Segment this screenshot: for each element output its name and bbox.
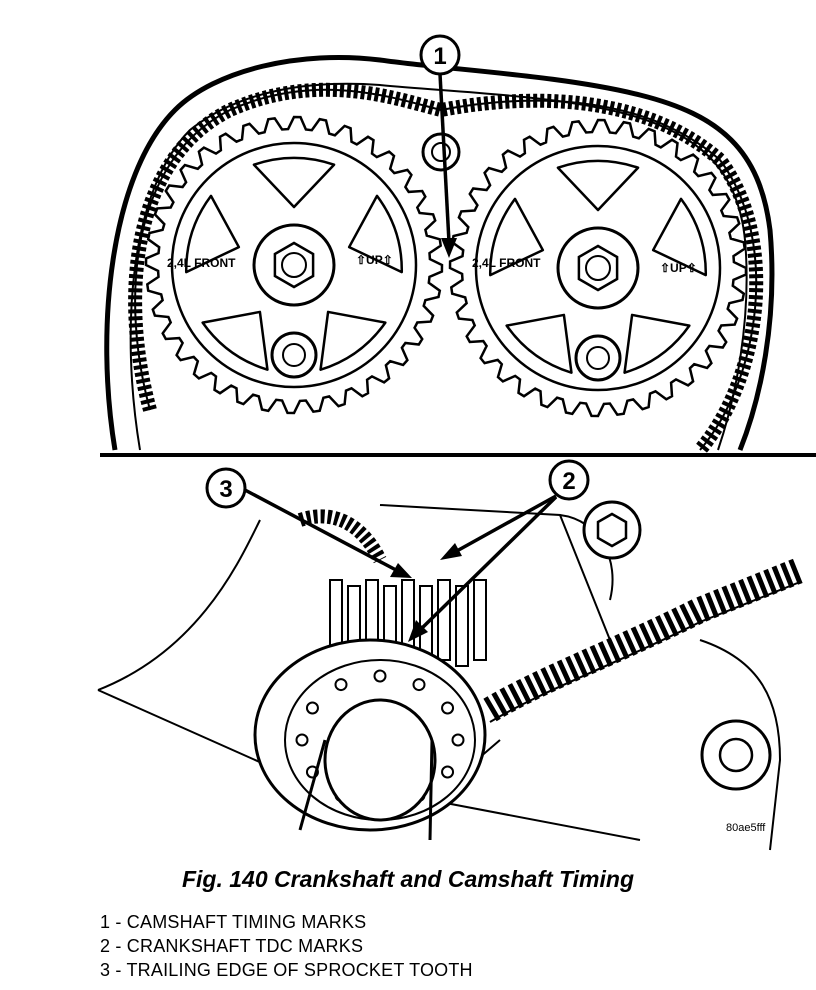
camshaft-view: 2,4L FRONT ⇧UP⇧ 2,4L FRONT ⇧UP⇧ 1	[104, 34, 775, 455]
left-gear-up-mark: ⇧UP⇧	[356, 253, 393, 267]
callout-1-number: 1	[433, 43, 446, 70]
tensioner-bolt	[582, 500, 642, 560]
right-gear-up-mark: ⇧UP⇧	[660, 261, 697, 275]
callout-2: 2	[408, 459, 590, 642]
crankshaft-view: 2 3 80ae5fff	[97, 459, 805, 851]
left-gear-front-mark: 2,4L FRONT	[167, 256, 236, 270]
timing-illustration: 2,4L FRONT ⇧UP⇧ 2,4L FRONT ⇧UP⇧ 1	[97, 34, 816, 851]
callout-2-number: 2	[562, 468, 575, 495]
engine-block-outline	[97, 504, 614, 781]
legend-list: 1 - CAMSHAFT TIMING MARKS 2 - CRANKSHAFT…	[100, 910, 473, 982]
crankshaft-sprocket	[329, 579, 487, 667]
callout-1: 1	[419, 34, 461, 258]
right-gear-front-mark: 2,4L FRONT	[472, 256, 541, 270]
idler-bolt	[421, 132, 461, 172]
legend-item: 2 - CRANKSHAFT TDC MARKS	[100, 936, 364, 956]
callout-3-number: 3	[219, 476, 232, 503]
camshaft-sprocket-left	[144, 115, 444, 415]
idler-pulley-bolt	[700, 719, 772, 791]
legend-item: 3 - TRAILING EDGE OF SPROCKET TOOTH	[100, 960, 473, 980]
housing-outline	[104, 55, 775, 451]
figure-id: 80ae5fff	[726, 822, 766, 834]
belt-guide-outline	[699, 639, 782, 851]
figure-caption: Fig. 140 Crankshaft and Camshaft Timing	[181, 866, 634, 892]
callout-3: 3	[205, 467, 412, 578]
camshaft-sprocket-right	[448, 118, 748, 418]
legend-item: 1 - CAMSHAFT TIMING MARKS	[100, 912, 367, 932]
flange-bolt-holes	[295, 669, 465, 811]
crankshaft-flange	[253, 638, 487, 841]
